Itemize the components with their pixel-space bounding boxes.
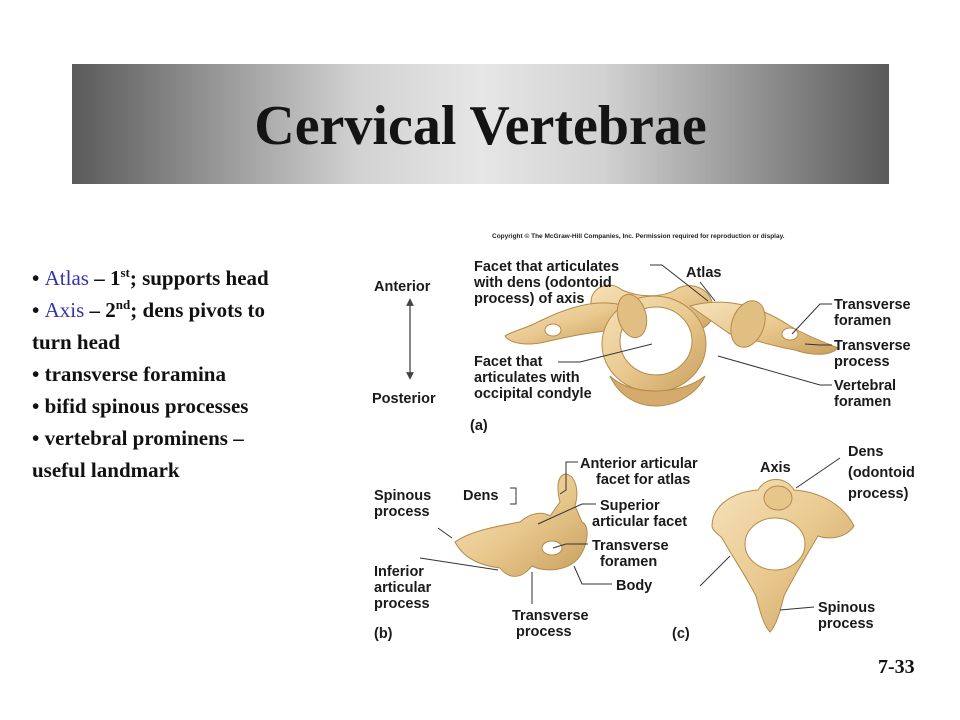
label-anterior-facet-1: Anterior articular	[580, 456, 698, 472]
label-posterior: Posterior	[372, 391, 436, 407]
label-superior-facet-2: articular facet	[592, 514, 687, 530]
slide-title: Cervical Vertebrae	[254, 95, 707, 157]
label-dens-c-1: Dens	[848, 444, 883, 460]
panel-c-label: (c)	[672, 626, 690, 642]
bullet-prominens: • vertebral prominens –	[32, 426, 244, 450]
bullet-bifid: • bifid spinous processes	[32, 394, 249, 418]
label-axis: Axis	[760, 460, 791, 476]
label-transverse-foramen-a-1: Transverse	[834, 297, 911, 313]
label-transverse-foramen-b-2: foramen	[600, 554, 657, 570]
label-vertebral-foramen-2: foramen	[834, 394, 891, 410]
label-facet-occipital-3: occipital condyle	[474, 386, 592, 402]
title-bar: Cervical Vertebrae	[72, 64, 889, 184]
label-facet-dens-3: process) of axis	[474, 291, 584, 307]
bullet-atlas-dash: – 1	[88, 266, 121, 290]
label-transverse-process-a-1: Transverse	[834, 338, 911, 354]
panel-a-label: (a)	[470, 418, 488, 434]
bullet-prominens-text: vertebral prominens –	[44, 426, 244, 450]
vertebrae-figure: Copyright © The McGraw-Hill Companies, I…	[372, 232, 915, 642]
bullet-axis-dash: – 2	[84, 298, 116, 322]
bullet-atlas: • Atlas – 1st; supports head	[32, 265, 269, 290]
label-superior-facet-1: Superior	[600, 498, 660, 514]
bullet-list: • Atlas – 1st; supports head • Axis – 2n…	[32, 262, 352, 486]
label-inferior-2: articular	[374, 580, 432, 596]
label-inferior-1: Inferior	[374, 564, 424, 580]
label-body: Body	[616, 578, 652, 594]
label-facet-dens-2: with dens (odontoid	[473, 275, 612, 291]
label-spinous-b-1: Spinous	[374, 488, 431, 504]
page-number: 7-33	[878, 656, 915, 678]
panel-b-label: (b)	[374, 626, 393, 642]
label-facet-dens-1: Facet that articulates	[474, 259, 619, 275]
label-spinous-c-1: Spinous	[818, 600, 875, 616]
label-dens-b: Dens	[463, 488, 498, 504]
bullet-transverse-foramina: • transverse foramina	[32, 362, 226, 386]
atlas-term: Atlas	[44, 266, 89, 290]
label-anterior: Anterior	[374, 279, 431, 295]
label-facet-occipital-1: Facet that	[474, 354, 543, 370]
copyright-notice: Copyright © The McGraw-Hill Companies, I…	[492, 232, 785, 240]
label-anterior-facet-2: facet for atlas	[596, 472, 690, 488]
axis-posterior-illustration	[711, 479, 855, 633]
bullet-axis-sup: nd	[115, 297, 131, 312]
label-facet-occipital-2: articulates with	[474, 370, 580, 386]
label-transverse-process-a-2: process	[834, 354, 890, 370]
bullet-atlas-sup: st	[120, 265, 130, 280]
label-vertebral-foramen-1: Vertebral	[834, 378, 896, 394]
label-inferior-3: process	[374, 596, 430, 612]
bullet-axis: • Axis – 2nd; dens pivots to	[32, 297, 266, 322]
bullet-bifid-text: bifid spinous processes	[44, 394, 249, 418]
axis-lateral-illustration	[454, 473, 588, 577]
bullet-axis-rest: ; dens pivots to	[130, 298, 266, 322]
label-spinous-b-2: process	[374, 504, 430, 520]
label-atlas: Atlas	[686, 265, 721, 281]
label-dens-c-2: (odontoid	[848, 465, 915, 481]
label-spinous-c-2: process	[818, 616, 874, 632]
bullet-prominens-cont: useful landmark	[32, 458, 180, 482]
atlas-illustration	[504, 284, 839, 407]
label-transverse-process-b-1: Transverse	[512, 608, 589, 624]
bullet-axis-cont: turn head	[32, 330, 121, 354]
axis-term: Axis	[44, 298, 85, 322]
label-transverse-foramen-a-2: foramen	[834, 313, 891, 329]
label-dens-c-3: process)	[848, 486, 909, 502]
label-transverse-foramen-b-1: Transverse	[592, 538, 669, 554]
label-transverse-process-b-2: process	[516, 624, 572, 640]
bullet-atlas-rest: ; supports head	[129, 266, 269, 290]
bullet-transverse-foramina-text: transverse foramina	[44, 362, 226, 386]
